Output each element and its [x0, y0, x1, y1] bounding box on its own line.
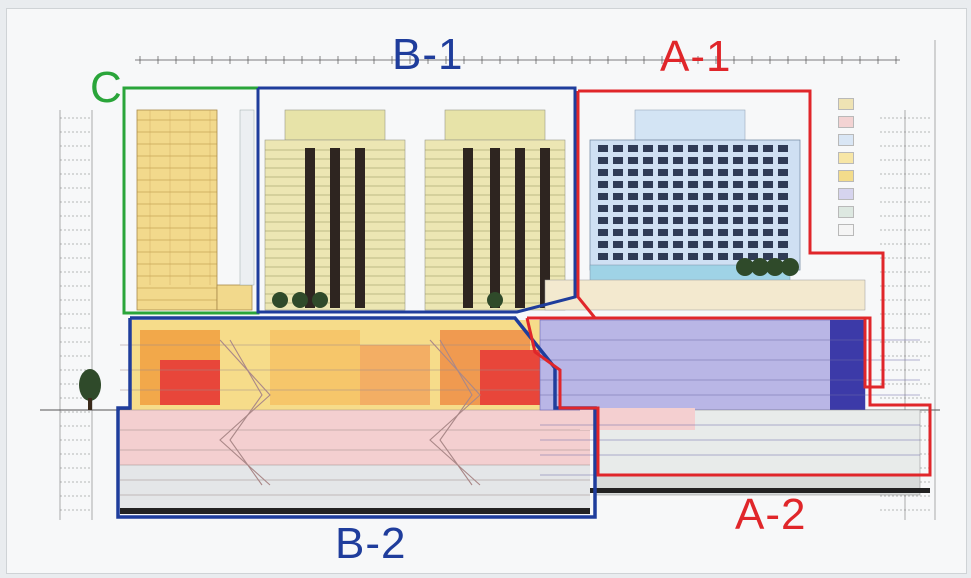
legend-item: [838, 116, 854, 128]
trees-a1: [736, 258, 799, 276]
basement-slab: [120, 508, 590, 514]
left-elevation-scale: [59, 110, 93, 520]
legend-swatch: [838, 170, 854, 182]
legend-swatch: [838, 188, 854, 200]
tower-b1-left: [264, 109, 406, 311]
top-dimension-line: [135, 56, 900, 64]
legend-swatch: [838, 224, 854, 236]
basement-slab-a2: [590, 488, 930, 493]
zone-a2-outline: [525, 316, 932, 477]
zone-label-b1: B-1: [392, 30, 464, 79]
legend-swatch: [838, 98, 854, 110]
legend-item: [838, 188, 854, 200]
legend-item: [838, 98, 854, 110]
trees-b1: [272, 292, 503, 308]
podium-a2: [539, 319, 921, 496]
legend-item: [838, 224, 854, 236]
zone-b2-outline: [116, 316, 597, 519]
podium-b2: [120, 320, 590, 513]
legend-swatch: [838, 206, 854, 218]
tower-b1-right: [424, 109, 566, 311]
legend-swatch: [838, 116, 854, 128]
zone-label-a2: A-2: [735, 490, 807, 539]
zone-a1-outline: [576, 89, 885, 389]
legend-swatch: [838, 152, 854, 164]
zone-label-b2: B-2: [335, 519, 407, 568]
zone-label-c: C: [90, 63, 123, 112]
zone-label-a1: A-1: [660, 32, 732, 81]
tower-c: [136, 109, 255, 311]
zone-b1-outline: [256, 86, 577, 314]
tree-left: [79, 369, 101, 410]
legend-item: [838, 170, 854, 182]
legend-item: [838, 134, 854, 146]
legend-item: [838, 152, 854, 164]
tower-a1: [544, 109, 866, 311]
legend-swatch: [838, 134, 854, 146]
legend-item: [838, 206, 854, 218]
